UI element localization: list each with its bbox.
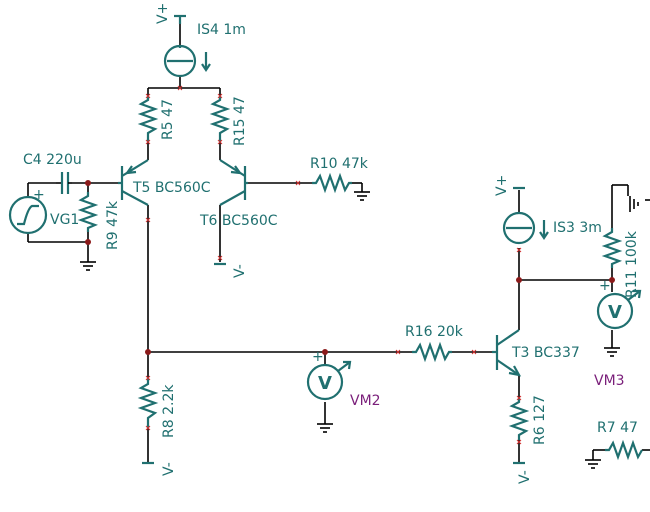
- vm3-symbol: V: [608, 302, 622, 323]
- vm2-plus-sign: +: [312, 349, 324, 365]
- resistor-r5[interactable]: R5 47: [137, 96, 176, 142]
- t3-label: T3 BC337: [511, 345, 580, 361]
- vm3-plus-sign: +: [599, 278, 611, 294]
- vg1-label: VG1: [50, 212, 79, 228]
- vm2-symbol: V: [318, 373, 332, 394]
- vminus-label-r8: V-: [161, 462, 177, 476]
- resistor-r15[interactable]: R15 47: [209, 96, 248, 146]
- supply-vminus-t6: V-: [214, 262, 248, 278]
- resistor-r7[interactable]: R7 47: [597, 420, 643, 461]
- resistor-r6[interactable]: R6 127: [508, 395, 548, 445]
- r11-label: R11 100k: [624, 230, 640, 298]
- resistor-r10[interactable]: R10 47k: [310, 156, 369, 194]
- ground-r9: [80, 261, 96, 271]
- vminus-label-r6: V-: [517, 470, 533, 484]
- r6-label: R6 127: [532, 395, 548, 445]
- vg1-plus-sign: +: [33, 187, 45, 203]
- voltmeter-vm2[interactable]: V + VM2: [306, 349, 381, 409]
- r10-label: R10 47k: [310, 156, 369, 172]
- supply-vplus-is3: V+: [494, 175, 525, 196]
- ground-vm2: [317, 423, 333, 433]
- is3-label: IS3 3m: [553, 220, 602, 236]
- resistor-r16[interactable]: R16 20k: [405, 324, 464, 363]
- ground-r7: [585, 459, 601, 469]
- ground-vm3: [604, 347, 620, 357]
- junction-dots: [85, 180, 615, 355]
- r16-label: R16 20k: [405, 324, 464, 340]
- t6-label: T6 BC560C: [199, 213, 278, 229]
- t5-label: T5 BC560C: [132, 180, 211, 196]
- current-source-is3[interactable]: IS3 3m: [502, 211, 602, 245]
- r9-label: R9 47k: [105, 200, 121, 250]
- transistor-t6[interactable]: T6 BC560C: [199, 159, 278, 229]
- r7-label: R7 47: [597, 420, 638, 436]
- supply-vminus-r8: V-: [142, 461, 177, 476]
- transistor-t3[interactable]: T3 BC337: [492, 329, 580, 377]
- is4-label: IS4 1m: [197, 22, 246, 38]
- transistor-t5[interactable]: T5 BC560C: [118, 159, 211, 206]
- r5-label: R5 47: [160, 99, 176, 140]
- ground-r11: [629, 196, 639, 212]
- capacitor-c4[interactable]: C4 220u: [23, 152, 82, 194]
- current-source-is4[interactable]: IS4 1m: [163, 22, 246, 78]
- r15-label: R15 47: [232, 96, 248, 146]
- vplus-label-is3: V+: [494, 175, 510, 196]
- voltmeter-vm3[interactable]: V + VM3: [594, 278, 642, 389]
- signal-generator-vg1[interactable]: + VG1: [8, 187, 79, 235]
- supply-vminus-r6: V-: [513, 461, 533, 484]
- resistor-r8[interactable]: R8 2.2k: [137, 378, 177, 438]
- vm2-label: VM2: [350, 393, 381, 409]
- vminus-label-t6: V-: [232, 264, 248, 278]
- r8-label: R8 2.2k: [161, 384, 177, 438]
- vplus-label-top: V+: [155, 3, 171, 24]
- supply-vplus-top: V+: [155, 3, 186, 24]
- c4-label: C4 220u: [23, 152, 82, 168]
- pin-markers: [145, 85, 522, 445]
- ground-r10: [354, 191, 370, 201]
- resistor-r11[interactable]: R11 100k: [601, 228, 640, 298]
- vm3-label: VM3: [594, 373, 625, 389]
- wires: [27, 22, 650, 462]
- resistor-r9[interactable]: R9 47k: [77, 192, 121, 250]
